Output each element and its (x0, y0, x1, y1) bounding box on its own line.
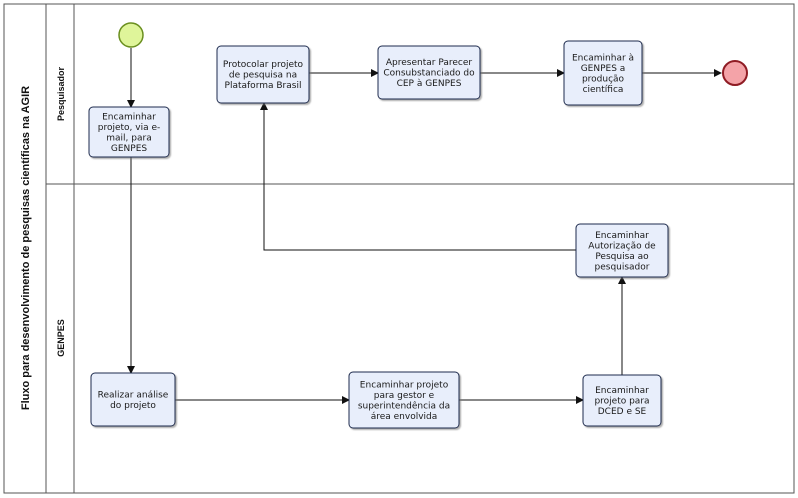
lane-label-genpes: GENPES (56, 319, 66, 357)
task-label-line: superintendência da (358, 400, 450, 411)
task-label-line: GENPES (111, 144, 148, 154)
task-label-line: para gestor e (374, 391, 435, 401)
task-label-line: DCED e SE (598, 407, 647, 417)
task-label-line: de pesquisa na (229, 71, 297, 81)
task-label-line: Consubstanciado do (383, 69, 475, 79)
task-label-line: do projeto (110, 401, 156, 411)
start-event (118, 22, 144, 48)
lane-label-pesquisador: Pesquisador (56, 67, 66, 122)
task-label-line: Plataforma Brasil (225, 81, 302, 91)
task-label-line: Realizar análise (98, 390, 169, 400)
task-label-line: Encaminhar (595, 231, 649, 241)
connectors (127, 48, 722, 404)
task-label-line: Apresentar Parecer (386, 58, 473, 68)
end-event (722, 60, 748, 86)
task-label-line: Autorização de (588, 241, 656, 251)
task-label-line: científica (583, 85, 624, 95)
task-label-line: Encaminhar à (572, 53, 634, 63)
task-label-line: CEP à GENPES (397, 79, 462, 89)
task-label-line: Encaminhar projeto (360, 380, 449, 390)
task-label-line: Protocolar projeto (223, 60, 304, 70)
task-label-line: produção (582, 74, 625, 84)
pool-title: Fluxo para desenvolvimento de pesquisas … (20, 86, 32, 410)
task-label-line: área envolvida (371, 412, 438, 422)
task-label-line: projeto, via e- (98, 123, 161, 133)
flow-autorizacao-to-protocolar (260, 102, 576, 251)
task-label-line: GENPES a (581, 64, 626, 74)
task-label-line: pesquisador (595, 262, 650, 272)
task-label-line: Pesquisa ao (595, 252, 649, 262)
task-label-line: projeto para (594, 397, 649, 407)
task-label-line: Encaminhar (595, 386, 649, 396)
task-label-line: Encaminhar (102, 112, 156, 122)
task-label-line: mail, para (106, 133, 151, 143)
